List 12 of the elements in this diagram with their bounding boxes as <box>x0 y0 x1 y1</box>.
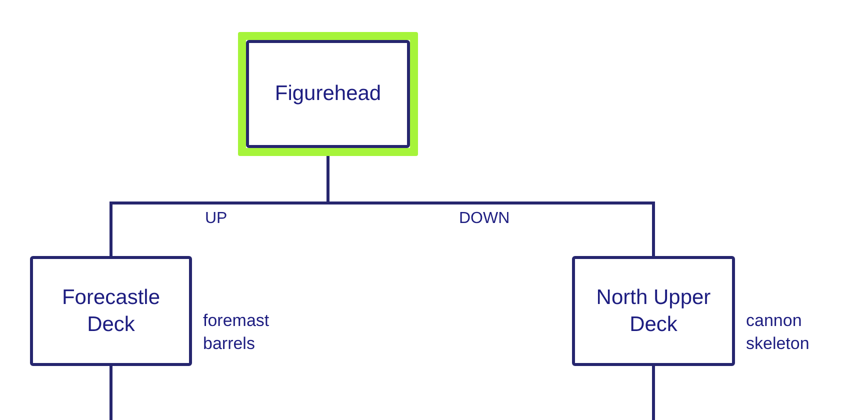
process-box <box>572 256 735 366</box>
connector-line <box>110 366 112 420</box>
side-note: foremast barrels <box>203 310 270 355</box>
connector-line <box>652 366 655 420</box>
side-note: cannon skeleton <box>746 310 810 355</box>
box-label: Figurehead <box>274 81 382 108</box>
box-label: North Upper Deck <box>595 284 712 338</box>
edge-label: UP <box>205 210 228 228</box>
process-box <box>246 40 410 148</box>
edge-label: DOWN <box>459 210 510 228</box>
process-box <box>30 256 192 366</box>
box-label: Forecastle Deck <box>60 284 162 338</box>
